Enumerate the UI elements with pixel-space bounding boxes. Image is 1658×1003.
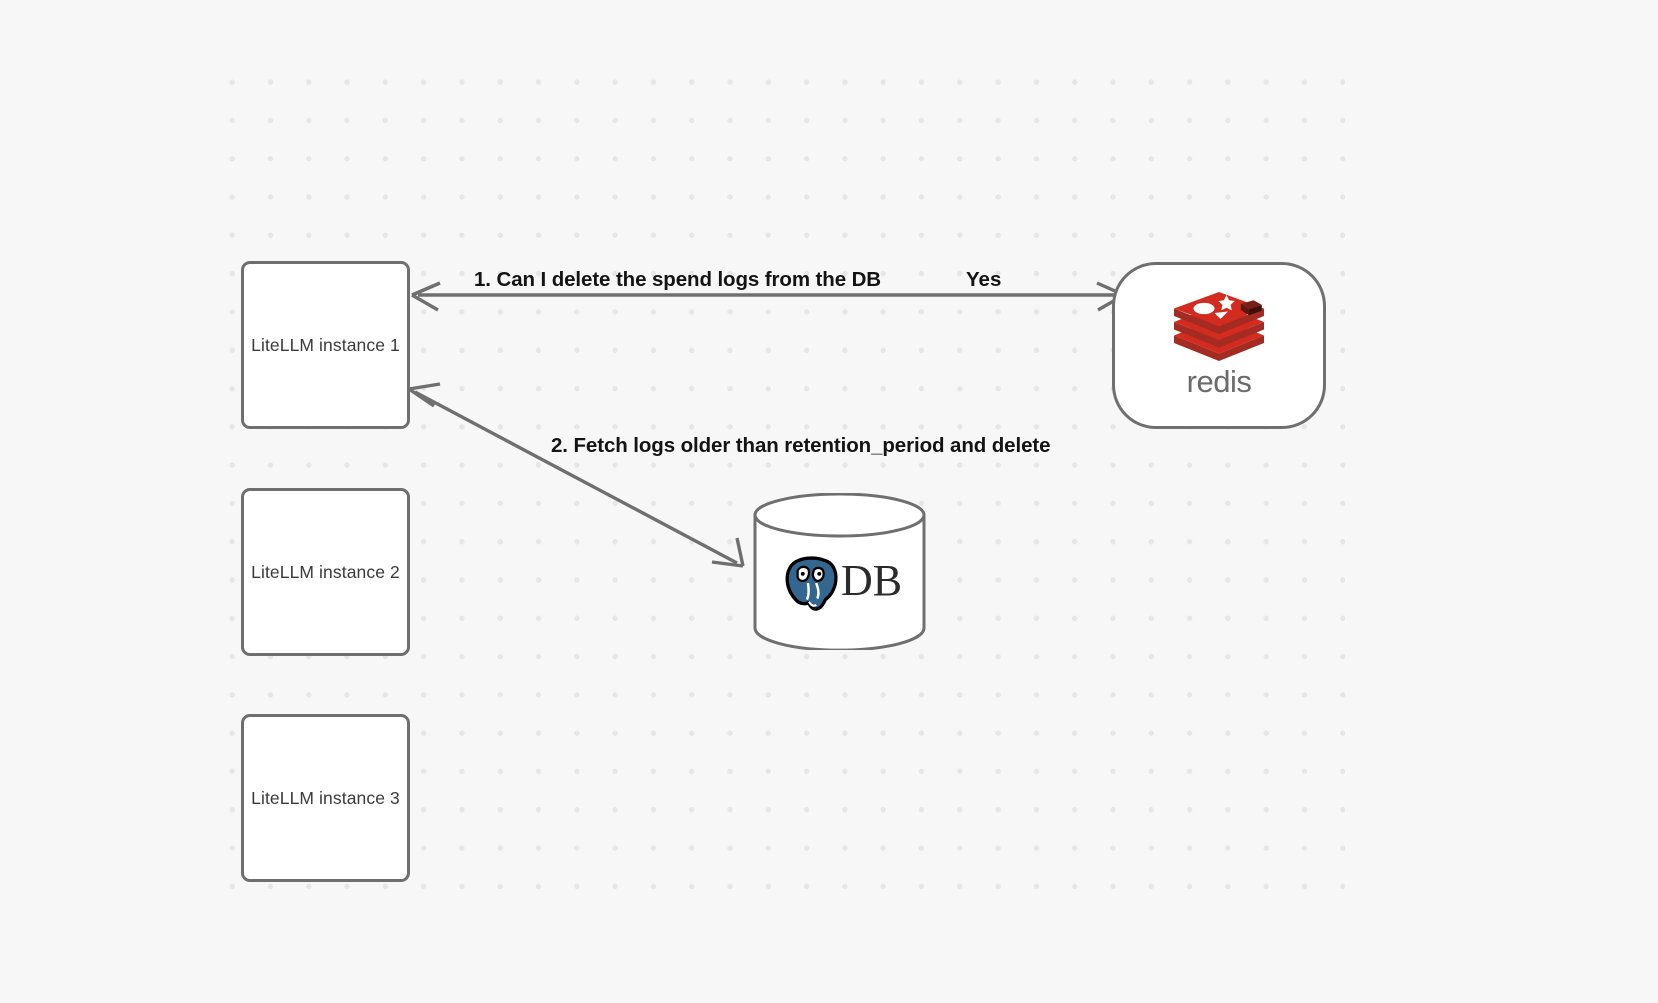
database-node-content: DB bbox=[752, 493, 927, 650]
edge-label-step-one: 1. Can I delete the spend logs from the … bbox=[474, 268, 882, 291]
node-litellm-instance-1-label: LiteLLM instance 1 bbox=[251, 334, 400, 355]
node-litellm-instance-3[interactable]: LiteLLM instance 3 bbox=[241, 714, 410, 882]
node-litellm-instance-3-label: LiteLLM instance 3 bbox=[251, 787, 400, 808]
edge-label-step-one-reply: Yes bbox=[966, 268, 1002, 291]
edge-label-step-two: 2. Fetch logs older than retention_perio… bbox=[551, 434, 1051, 457]
node-litellm-instance-2[interactable]: LiteLLM instance 2 bbox=[241, 488, 410, 656]
redis-wordmark: redis bbox=[1187, 365, 1252, 399]
node-redis[interactable]: redis bbox=[1112, 262, 1326, 429]
svg-text:redis: redis bbox=[1187, 365, 1252, 399]
redis-logo-icon bbox=[1174, 292, 1264, 361]
edge-db-litellm1 bbox=[408, 382, 745, 568]
node-litellm-instance-2-label: LiteLLM instance 2 bbox=[251, 561, 400, 582]
node-litellm-instance-1[interactable]: LiteLLM instance 1 bbox=[241, 261, 410, 429]
database-label: DB bbox=[840, 556, 903, 605]
postgresql-elephant-icon bbox=[785, 555, 838, 611]
node-database[interactable]: DB bbox=[752, 493, 927, 650]
database-cylinder-shape bbox=[753, 493, 926, 650]
